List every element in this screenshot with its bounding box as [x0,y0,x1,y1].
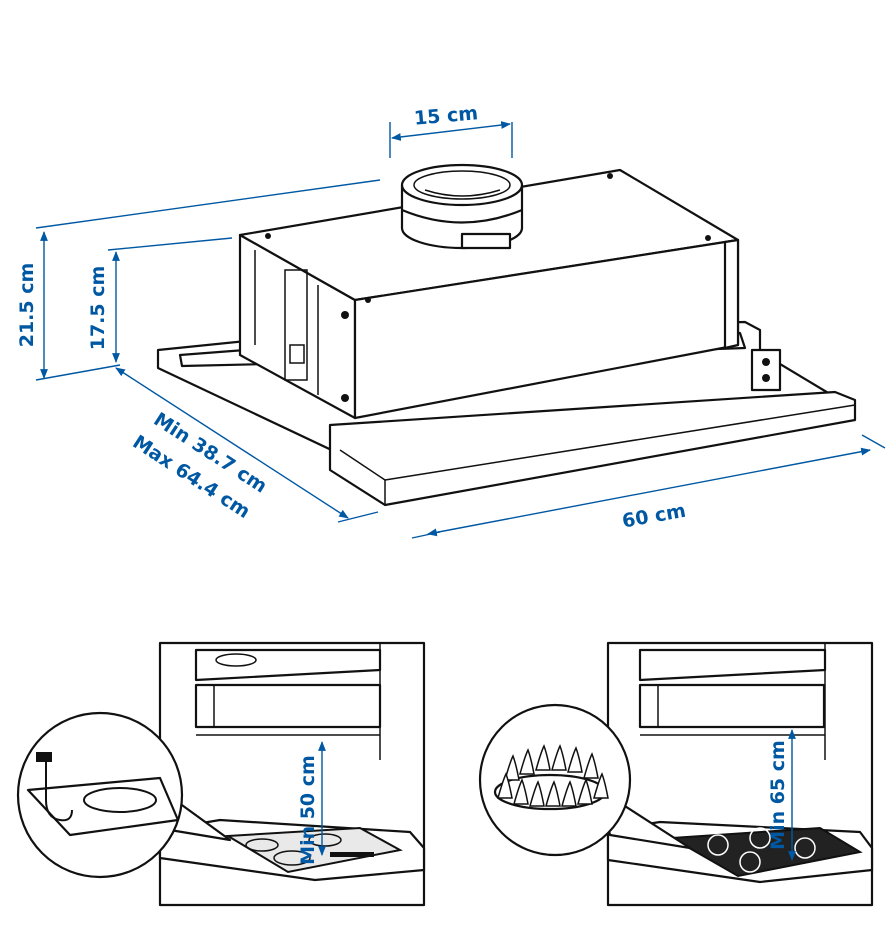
duct-diameter-label: 15 cm [413,102,479,130]
body-height-label: 17.5 cm [87,266,109,351]
gas-hob-installation: Min 65 cm [606,641,874,907]
gas-flame-icon [493,744,609,811]
power-cable-icon [45,760,73,822]
electric-hob-installation: Min 50 cm [158,641,426,907]
electric-detail-bubble [16,711,232,879]
width-label: 60 cm [620,500,687,533]
gas-detail-bubble [478,703,692,857]
electric-min-distance-label: Min 50 cm [297,755,319,865]
electric-cooktop [224,826,403,874]
total-height-label: 21.5 cm [16,263,38,348]
gas-min-distance-label: Min 65 cm [767,740,789,850]
control-panel [750,348,782,392]
gas-cooktop [668,826,863,878]
duct-collar [400,163,524,250]
hood-drawing [156,163,857,507]
